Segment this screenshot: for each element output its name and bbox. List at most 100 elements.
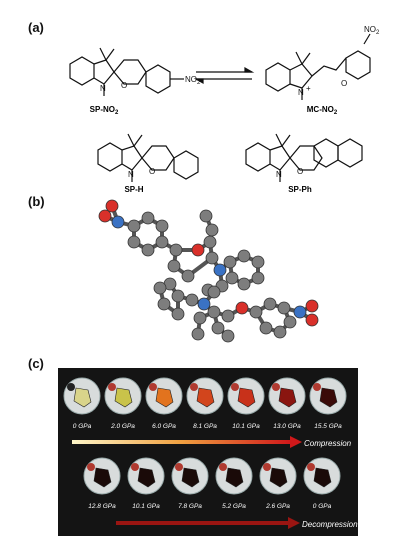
atom	[237, 249, 251, 263]
ruby-marker	[231, 383, 239, 391]
atom	[193, 311, 207, 325]
sample-crystal	[114, 387, 133, 408]
decompression-arrow	[116, 521, 288, 525]
ruby-marker	[313, 383, 321, 391]
ruby-marker	[149, 383, 157, 391]
atom	[155, 235, 169, 249]
sp-ph-name: SP-Ph	[288, 185, 312, 194]
sp-h-benzene-ring	[97, 142, 123, 172]
sp-no2-nitrogen-label: N	[100, 84, 106, 93]
sp-h-chromene-ring	[173, 150, 199, 180]
mc-no2-vinyl-bridge	[311, 57, 347, 77]
decompression-label: Decompression	[302, 520, 358, 529]
sp-ph-pyrrolidine-ring	[269, 145, 291, 171]
pressure-label: 5.2 GPa	[222, 503, 246, 510]
mc-no2-oxide-label: O	[341, 79, 347, 88]
pressure-label: 10.1 GPa	[232, 423, 260, 430]
atom	[141, 243, 155, 257]
sp-ph-naphthalene-ring-1	[313, 138, 339, 168]
pressure-label: 2.6 GPa	[265, 503, 290, 510]
pressure-label: 0 GPa	[73, 423, 92, 430]
sp-no2-nitro-label: NO2	[185, 75, 201, 86]
atom	[305, 313, 319, 327]
atom	[225, 271, 239, 285]
sample-crystal	[73, 387, 92, 408]
panel-a-structures: N O NO2 N + O NO2 N O N O SP-NO2 MC-NO2 …	[69, 25, 380, 194]
atom	[157, 297, 171, 311]
pressure-snapshot: 10.1 GPa	[127, 457, 165, 510]
atom	[155, 219, 169, 233]
atom	[105, 199, 119, 213]
pressure-snapshot: 7.8 GPa	[171, 457, 209, 510]
sp-ph-pyran-ring	[289, 145, 323, 171]
atom	[211, 321, 225, 335]
atom	[191, 243, 205, 257]
sp-no2-pyran-ring	[113, 59, 147, 85]
ruby-marker	[175, 463, 183, 471]
sample-crystal	[269, 467, 288, 488]
pressure-snapshot: 8.1 GPa	[186, 377, 224, 430]
atom	[205, 223, 219, 237]
sp-h-pyran-ring	[141, 145, 175, 171]
atom	[207, 305, 221, 319]
mc-no2-nitrogen-label: N	[298, 88, 304, 97]
mc-no2-name: MC-NO2	[307, 105, 338, 116]
sp-h-oxygen-label: O	[149, 167, 155, 176]
atom	[111, 215, 125, 229]
sp-no2-pyrrolidine-ring	[93, 59, 115, 85]
ruby-marker	[67, 383, 75, 391]
atom	[223, 255, 237, 269]
atom	[98, 209, 112, 223]
sp-ph-nitrogen-label: N	[276, 170, 282, 179]
atom	[127, 235, 141, 249]
atom	[237, 277, 251, 291]
atom	[141, 211, 155, 225]
atom	[205, 251, 219, 265]
ruby-marker	[131, 463, 139, 471]
sample-crystal	[181, 467, 200, 488]
panel-label-c: (c)	[28, 356, 44, 371]
pressure-label: 0 GPa	[313, 503, 332, 510]
atom	[273, 325, 287, 339]
sample-crystal	[93, 467, 112, 488]
pressure-label: 8.1 GPa	[193, 423, 217, 430]
ruby-marker	[219, 463, 227, 471]
pressure-label: 13.0 GPa	[273, 423, 301, 430]
mc-no2-benzene-ring	[265, 62, 291, 92]
pressure-snapshot: 2.0 GPa	[104, 377, 142, 430]
panel-label-a: (a)	[28, 20, 44, 35]
ruby-marker	[190, 383, 198, 391]
sp-no2-name: SP-NO2	[90, 105, 119, 116]
compression-arrow	[72, 440, 290, 444]
sp-h-nitrogen-label: N	[128, 170, 134, 179]
sample-crystal	[278, 387, 297, 408]
atom	[197, 297, 211, 311]
ruby-marker	[108, 383, 116, 391]
pressure-snapshot: 6.0 GPa	[145, 377, 183, 430]
atom	[127, 219, 141, 233]
sample-crystal	[137, 467, 156, 488]
atom	[153, 281, 167, 295]
atom	[221, 329, 235, 343]
pressure-snapshot: 15.5 GPa	[309, 377, 347, 430]
ruby-marker	[263, 463, 271, 471]
ruby-marker	[272, 383, 280, 391]
panel-label-b: (b)	[28, 194, 45, 209]
mc-no2-charge-label: +	[306, 84, 311, 93]
atom	[251, 271, 265, 285]
sp-h-pyrrolidine-ring	[121, 145, 143, 171]
atom	[251, 255, 265, 269]
sample-crystal	[237, 387, 256, 408]
sp-ph-benzene-ring	[245, 142, 271, 172]
pressure-snapshot: 0 GPa	[303, 457, 341, 510]
pressure-snapshot: 10.1 GPa	[227, 377, 265, 430]
pressure-snapshot: 5.2 GPa	[215, 457, 253, 510]
sample-crystal	[196, 387, 215, 408]
sample-crystal	[319, 387, 338, 408]
decompression-arrowhead	[288, 517, 300, 529]
atom	[213, 263, 227, 277]
atom	[185, 293, 199, 307]
atom	[207, 285, 221, 299]
ruby-marker	[307, 463, 315, 471]
